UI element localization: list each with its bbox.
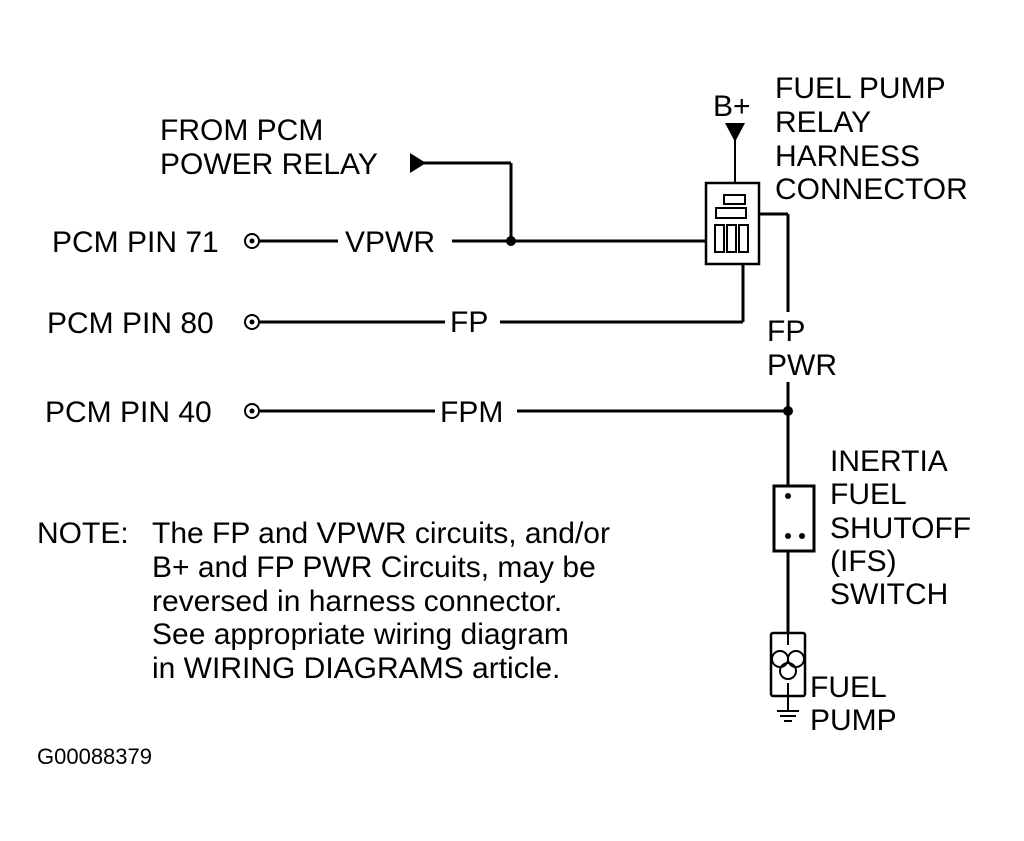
note-line4: See appropriate wiring diagram — [152, 618, 569, 651]
relay-harness-connector — [704, 181, 761, 266]
fpm-wire-label: FPM — [440, 396, 503, 429]
vpwr-wire-label: VPWR — [345, 226, 435, 259]
b-plus-arrow-icon — [725, 123, 745, 142]
fp-wire-label: FP — [450, 306, 488, 339]
pin80-terminal-icon — [244, 314, 260, 330]
pin80-label: PCM PIN 80 — [47, 307, 214, 340]
b-plus-label: B+ — [713, 90, 751, 123]
ifs-label-line3: SHUTOFF — [830, 512, 971, 545]
relay-label-line2: RELAY — [775, 106, 871, 139]
fp-pwr-label-line1: FP — [767, 315, 805, 348]
note-line2: B+ and FP PWR Circuits, may be — [152, 551, 596, 584]
from-pcm-label-line1: FROM PCM — [160, 114, 323, 147]
ifs-label-line5: SWITCH — [830, 578, 948, 611]
ifs-switch-icon — [772, 484, 816, 553]
pin40-label: PCM PIN 40 — [45, 396, 212, 429]
pin71-label: PCM PIN 71 — [52, 226, 219, 259]
ifs-label-line4: (IFS) — [830, 545, 897, 578]
pump-label-line1: FUEL — [810, 671, 887, 704]
power-relay-arrow-icon — [410, 153, 426, 173]
note-line1: The FP and VPWR circuits, and/or — [152, 517, 610, 550]
note-line3: reversed in harness connector. — [152, 585, 562, 618]
pump-label-line2: PUMP — [810, 704, 897, 737]
relay-label-line3: HARNESS — [775, 140, 920, 173]
fuel-pump-motor-icon — [769, 631, 807, 698]
note-line5: in WIRING DIAGRAMS article. — [152, 652, 560, 685]
note-prefix: NOTE: — [37, 517, 129, 550]
ifs-label-line2: FUEL — [830, 478, 907, 511]
ifs-label-line1: INERTIA — [830, 445, 948, 478]
pin40-terminal-icon — [244, 403, 260, 419]
pin71-terminal-icon — [244, 233, 260, 249]
vpwr-junction-dot — [506, 236, 516, 246]
ground-icon — [777, 696, 799, 722]
from-pcm-label-line2: POWER RELAY — [160, 148, 378, 181]
relay-label-line1: FUEL PUMP — [775, 72, 946, 105]
fp-pwr-label-line2: PWR — [767, 349, 837, 382]
figure-id: G00088379 — [37, 744, 152, 769]
relay-label-line4: CONNECTOR — [775, 173, 968, 206]
